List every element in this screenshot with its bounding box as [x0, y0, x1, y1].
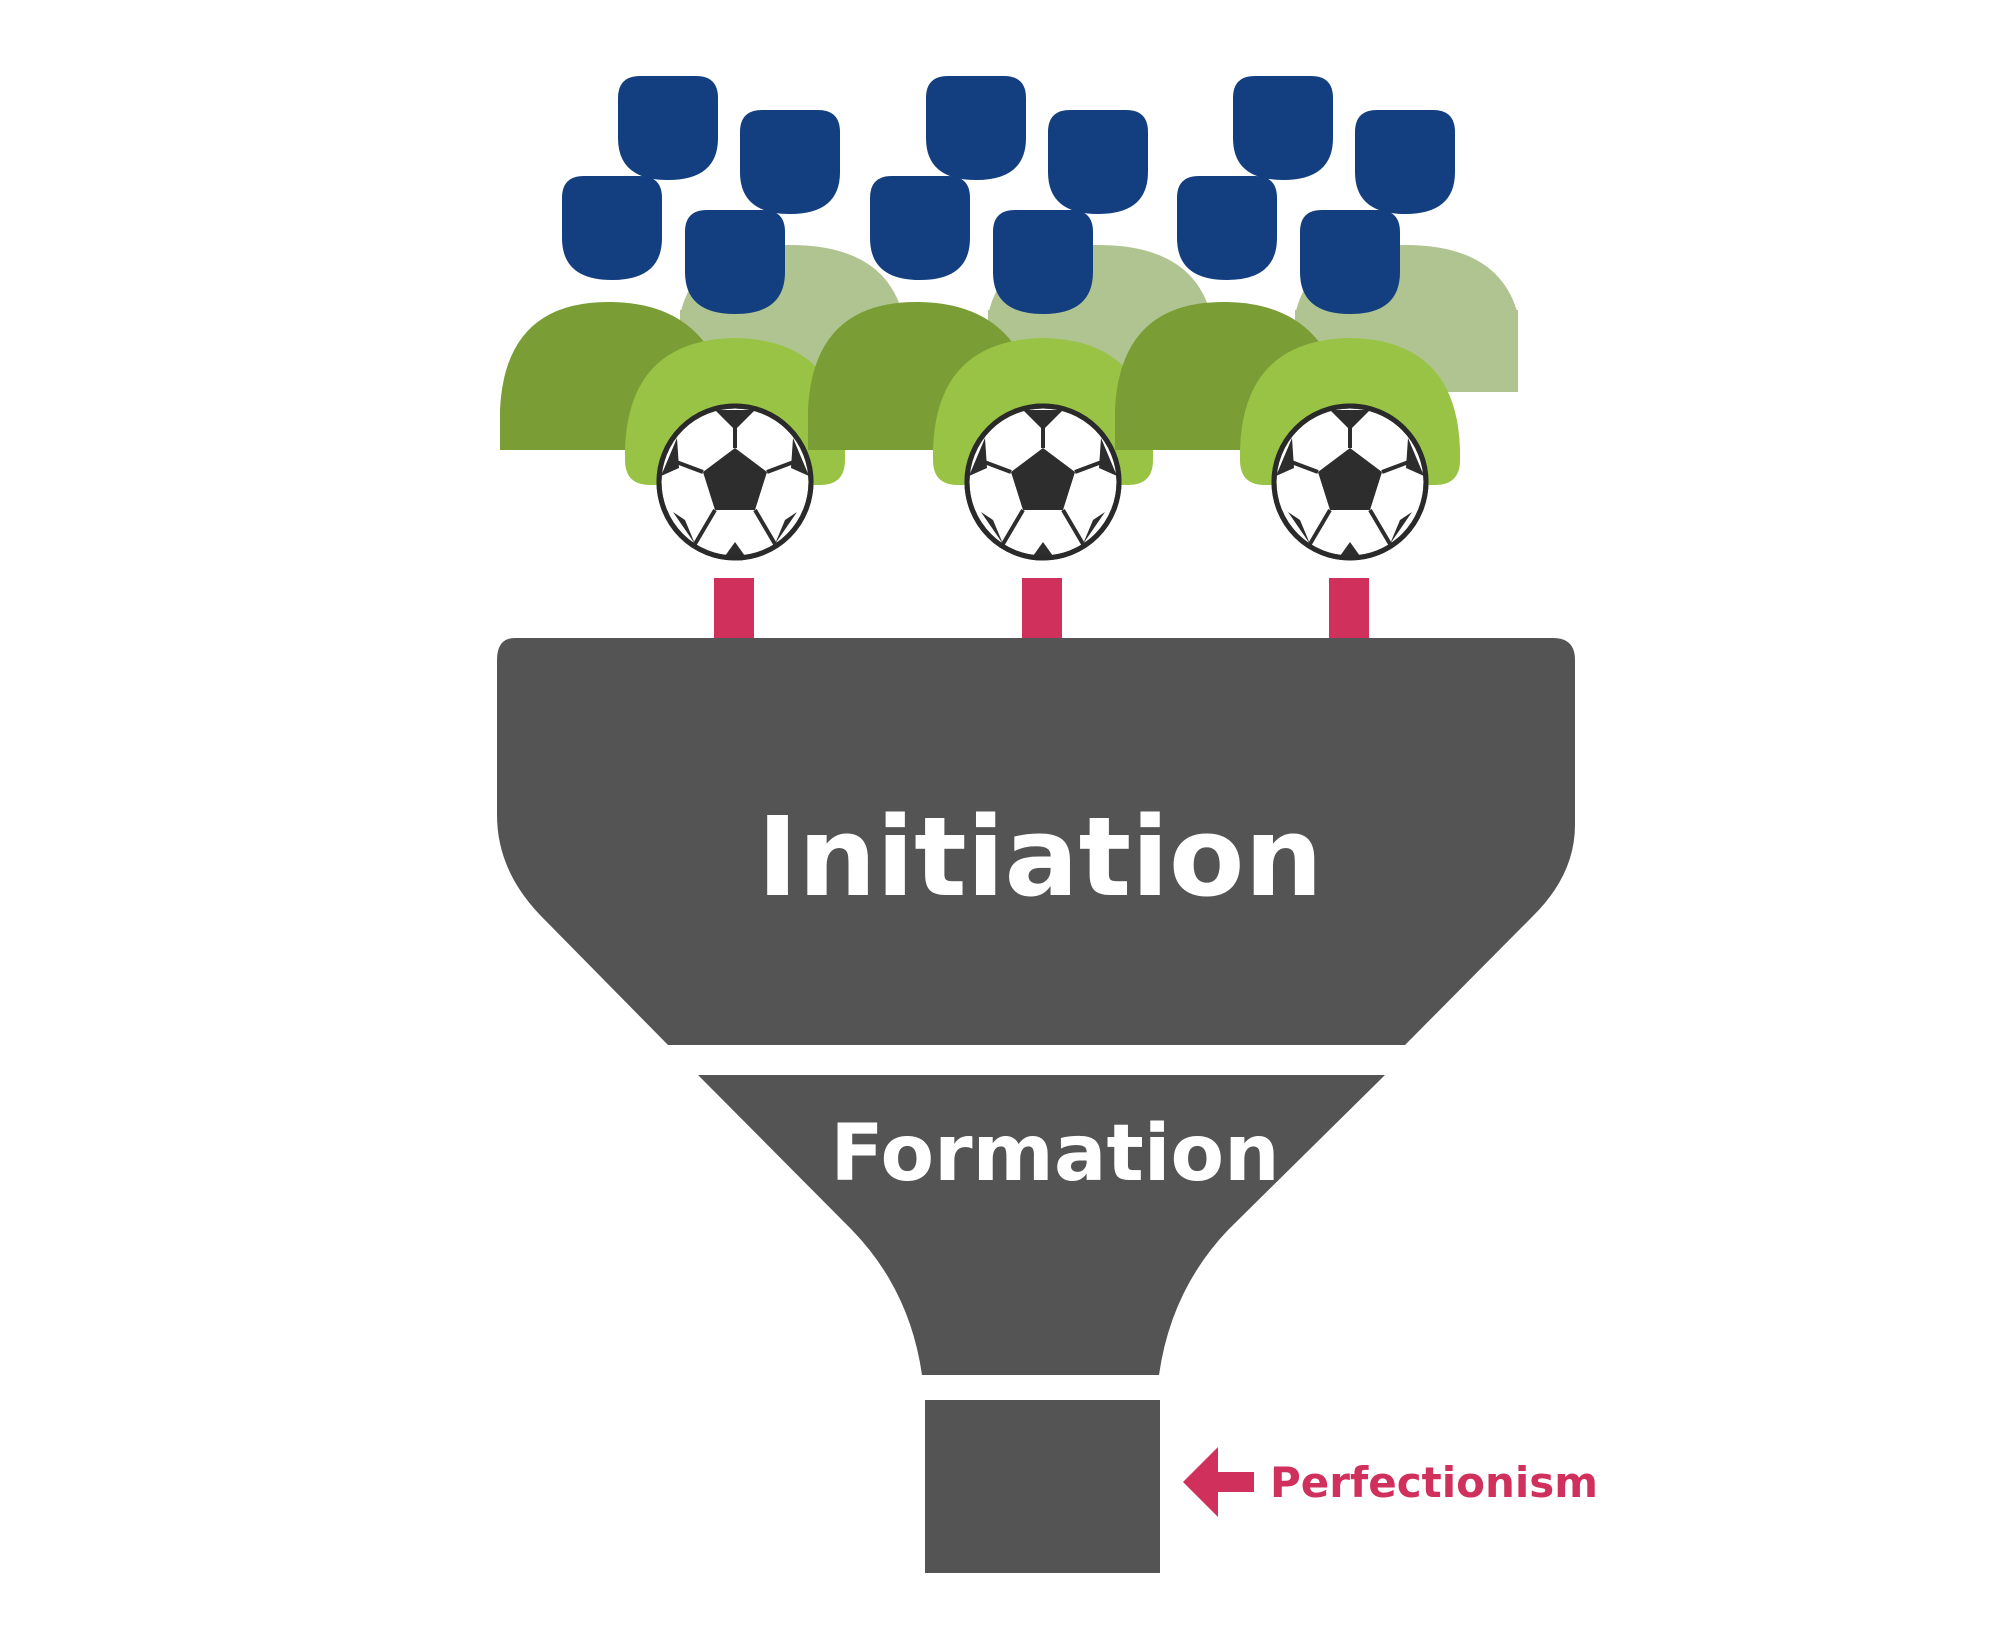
player-group: [808, 76, 1211, 558]
person-head-icon: [993, 210, 1093, 314]
soccer-ball-icon: [659, 406, 811, 558]
soccer-ball-icon: [1274, 406, 1426, 558]
person-head-icon: [926, 76, 1026, 180]
person-head-icon: [1233, 76, 1333, 180]
player-group: [500, 76, 903, 558]
player-groups: [500, 76, 1518, 558]
person-head-icon: [618, 76, 718, 180]
stage-label-formation: Formation: [830, 1109, 1279, 1199]
funnel-stage-formation: [698, 1075, 1385, 1375]
person-head-icon: [1177, 176, 1277, 280]
funnel-stage-spout: [925, 1400, 1160, 1573]
person-head-icon: [1300, 210, 1400, 314]
person-head-icon: [562, 176, 662, 280]
perfectionism-annotation: Perfectionism: [1183, 1447, 1598, 1517]
person-head-icon: [1355, 110, 1455, 214]
person-head-icon: [870, 176, 970, 280]
person-head-icon: [1048, 110, 1148, 214]
person-head-icon: [740, 110, 840, 214]
player-group: [1115, 76, 1518, 558]
left-arrow-icon: [1183, 1447, 1254, 1517]
soccer-ball-icon: [967, 406, 1119, 558]
annotation-label-perfectionism: Perfectionism: [1270, 1458, 1598, 1507]
funnel-stage-initiation: [497, 638, 1575, 1045]
stage-label-initiation: Initiation: [757, 793, 1323, 921]
person-head-icon: [685, 210, 785, 314]
